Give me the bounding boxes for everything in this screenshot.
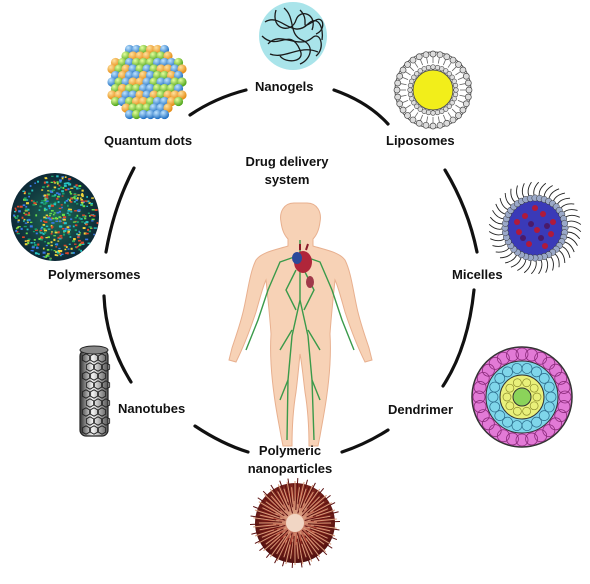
micelles-icon <box>488 181 582 275</box>
center-title-line1: Drug delivery <box>245 154 329 169</box>
blood-vessels <box>245 240 355 441</box>
label-dendrimer: Dendrimer <box>388 402 454 417</box>
label-polymeric-line1: Polymeric <box>258 443 322 458</box>
human-body-illustration <box>228 202 373 447</box>
polymeric-nanoparticle-icon <box>250 478 340 568</box>
label-micelles: Micelles <box>452 267 503 282</box>
center-title: Drug delivery system <box>222 153 352 189</box>
body-silhouette <box>228 202 373 447</box>
ring-arc-nanotubes-polymersomes <box>102 294 133 384</box>
nanogels-icon <box>259 2 327 70</box>
ring-arc-micelles-dendrimer <box>441 288 476 388</box>
ring-arc-quantum-nanogels <box>188 88 248 117</box>
label-polymeric-nanoparticles: Polymeric nanoparticles <box>222 442 358 478</box>
ring-arc-liposomes-micelles <box>443 168 479 254</box>
ring-arc-dendrimer-polymeric <box>340 428 390 454</box>
quantum-dots-icon <box>107 44 187 120</box>
label-liposomes: Liposomes <box>386 133 455 148</box>
heart-icon <box>292 243 312 273</box>
label-nanotubes: Nanotubes <box>118 401 186 416</box>
label-polymeric-line2: nanoparticles <box>247 461 333 476</box>
dendrimer-icon <box>471 346 573 448</box>
nanotube-icon <box>79 345 111 437</box>
kidney-shape <box>306 276 314 288</box>
label-polymersomes: Polymersomes <box>48 267 141 282</box>
center-title-line2: system <box>264 172 310 187</box>
ring-arcs <box>102 88 479 454</box>
ring-arc-polymeric-nanotubes <box>193 424 250 454</box>
label-quantum-dots: Quantum dots <box>104 133 193 148</box>
ring-arc-polymersomes-quantum <box>104 166 136 254</box>
label-nanogels: Nanogels <box>255 79 314 94</box>
polymersomes-icon <box>11 173 99 261</box>
ring-arc-nanogels-liposomes <box>332 88 390 126</box>
liposomes-icon <box>393 50 473 130</box>
